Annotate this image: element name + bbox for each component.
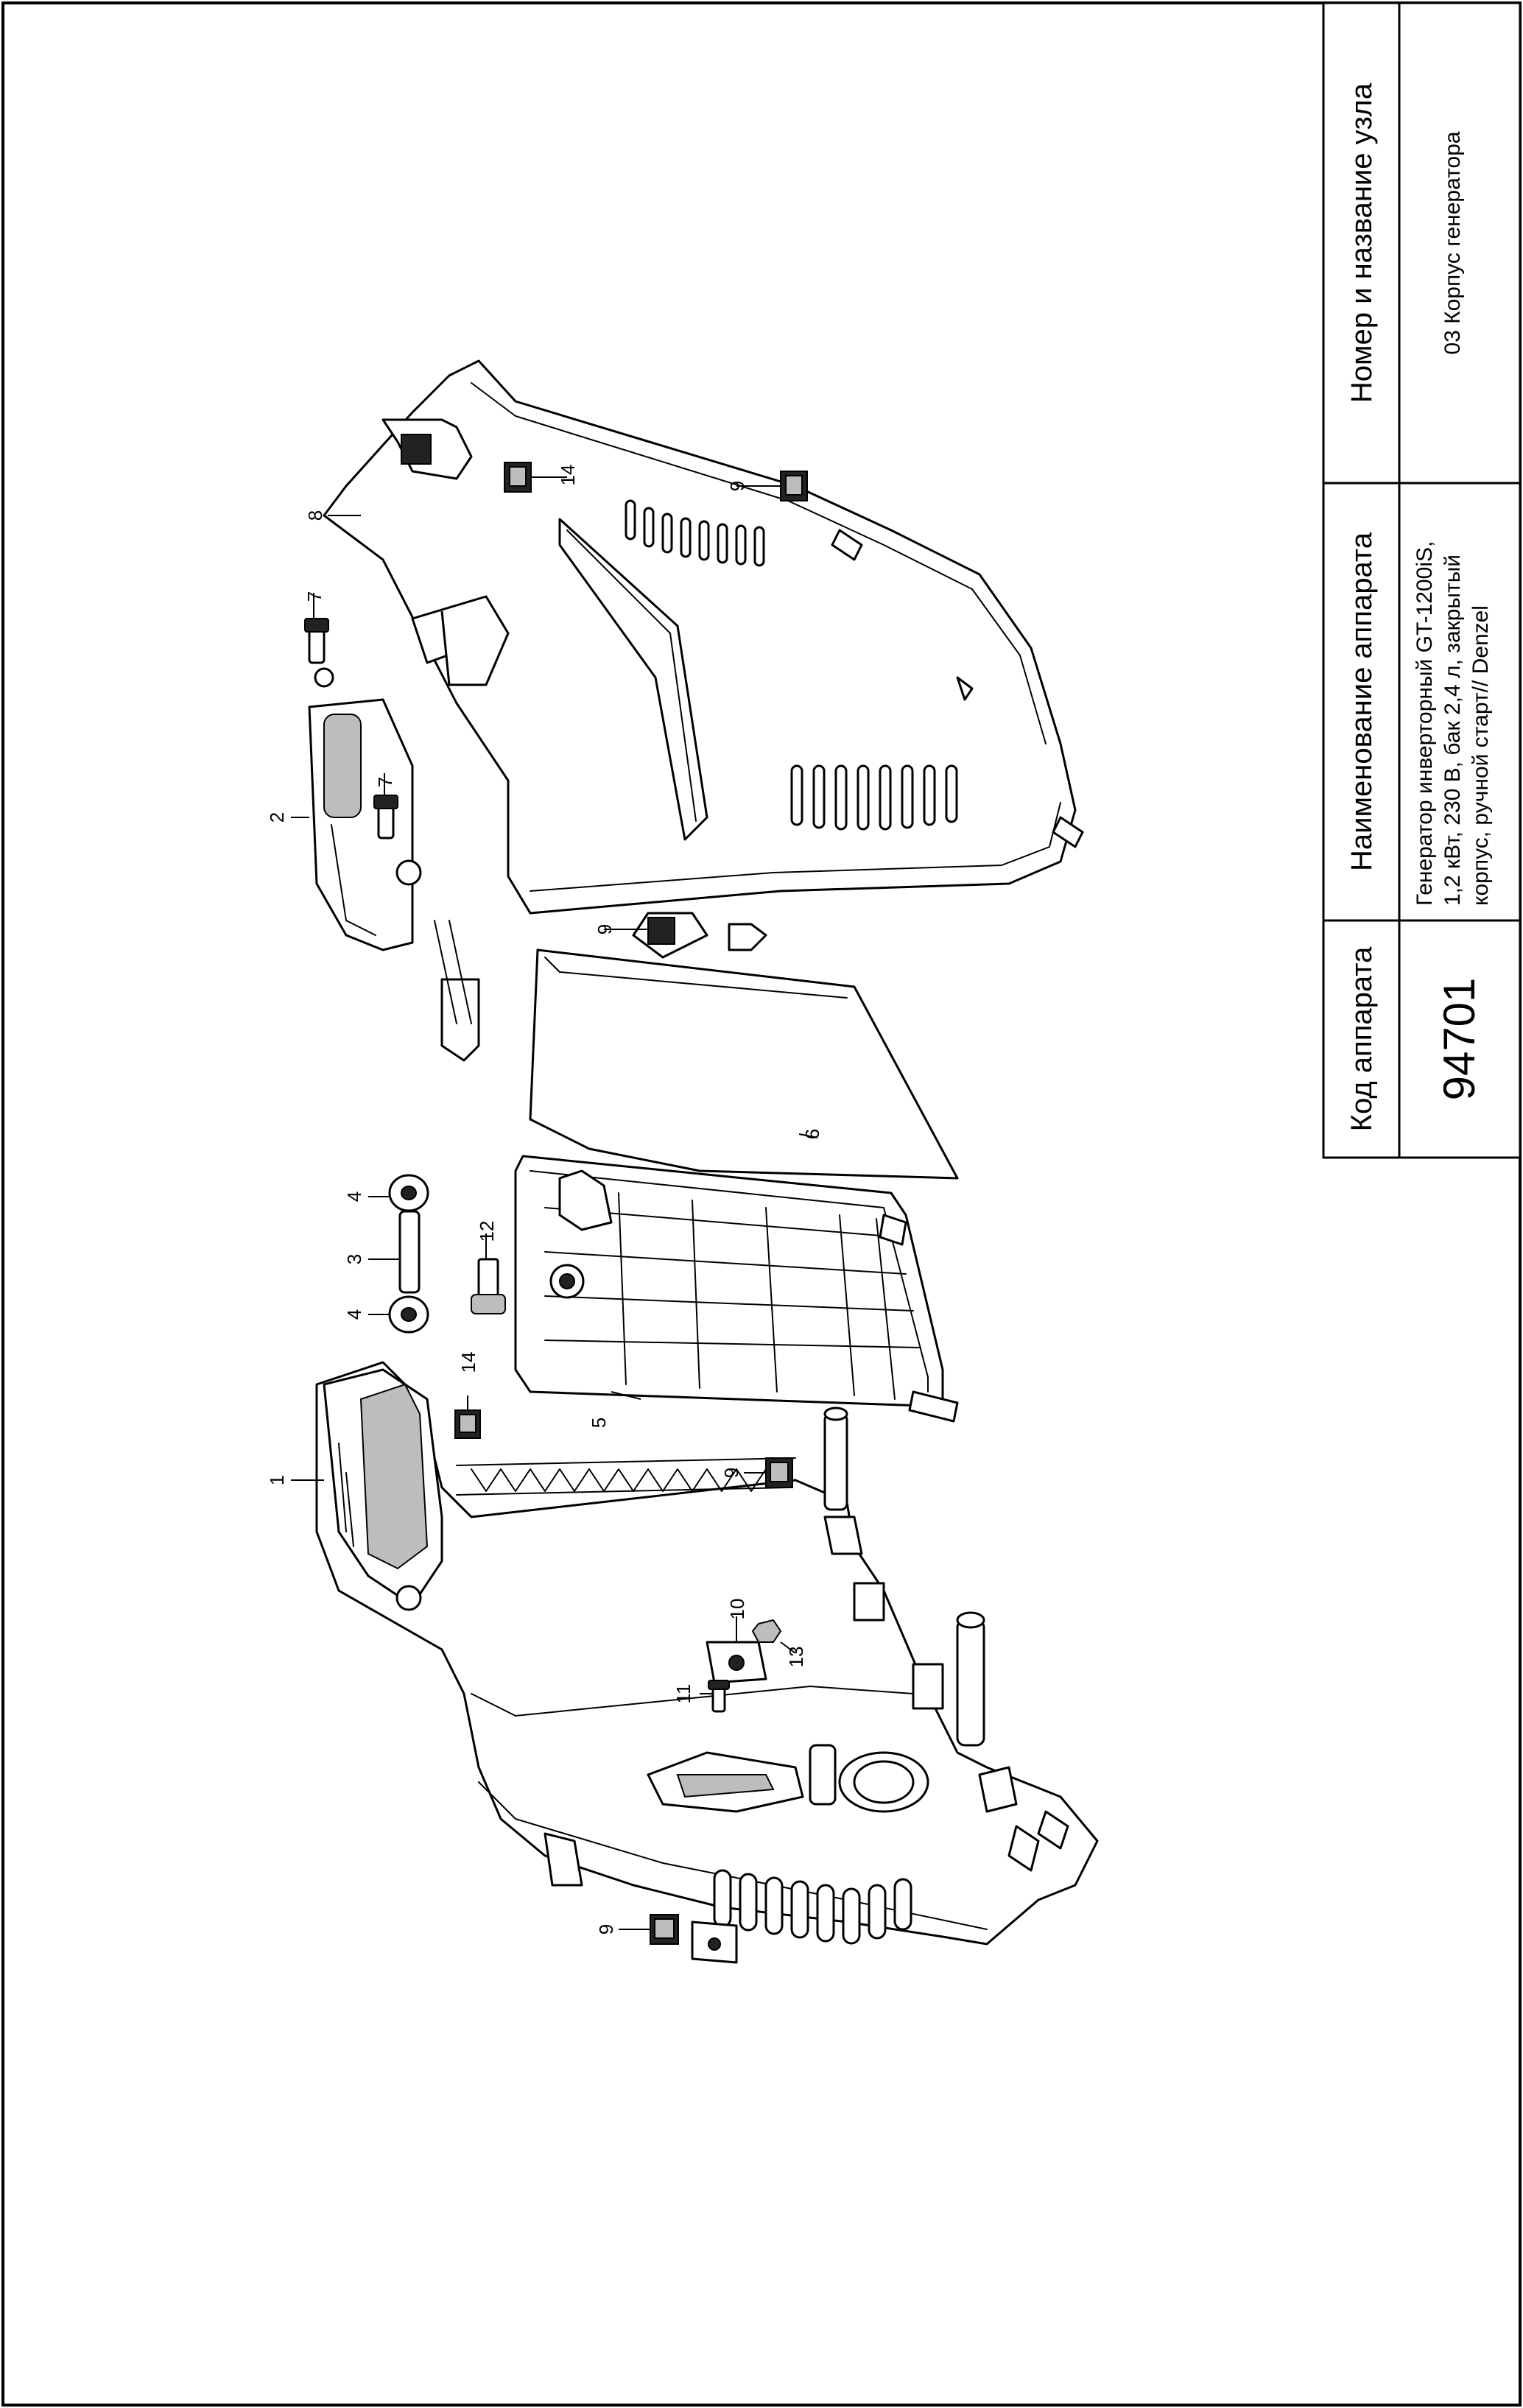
- part-6-filter-pad: [529, 948, 959, 1180]
- code-header: Код аппарата: [1346, 946, 1378, 1131]
- part-4-grommet-upper: [388, 1174, 429, 1212]
- lower-vents: [713, 1869, 912, 1945]
- callout-13: 13: [785, 1647, 807, 1668]
- callout-14-lower: 14: [457, 1352, 479, 1373]
- part-7-screw-lower: [373, 795, 398, 839]
- callout-2: 2: [266, 812, 288, 823]
- part-5-grille: [544, 1192, 921, 1400]
- callout-9-middle: 9: [594, 924, 616, 934]
- part-9-nut-top: [780, 471, 808, 501]
- callout-3: 3: [343, 1254, 365, 1264]
- part-3-spacer: [398, 1210, 421, 1294]
- part-12-bolt: [471, 1258, 506, 1314]
- name-header: Наименование аппарата: [1346, 532, 1378, 871]
- callout-11: 11: [672, 1684, 694, 1704]
- part-9-nut-bottom: [650, 1914, 738, 1964]
- upper-vents-top: [625, 499, 765, 567]
- callout-4-lower: 4: [343, 1309, 365, 1320]
- callouts: 1 2 3 4 4 5 6 7 7 8 9 9 9 9 10 11 12 13 …: [266, 465, 823, 1935]
- part-10-plate: [706, 1641, 767, 1684]
- callout-10: 10: [726, 1599, 748, 1620]
- callout-6: 6: [801, 1129, 823, 1139]
- leader-lines: [291, 476, 818, 1930]
- part-11-screw: [708, 1680, 730, 1713]
- callout-5: 5: [588, 1418, 610, 1428]
- part-2-upper-cover: [308, 359, 1084, 1062]
- part-1-lower-cover: [315, 1361, 1099, 1946]
- node-value: 03 Корпус генератора: [1441, 131, 1465, 354]
- callout-1: 1: [266, 1475, 288, 1485]
- callout-8: 8: [304, 510, 326, 521]
- callout-9-lower: 9: [720, 1468, 742, 1478]
- part-14-nut-top: [504, 462, 532, 493]
- callout-7-lower: 7: [374, 777, 396, 787]
- callout-9-bottom: 9: [595, 1924, 617, 1935]
- callout-14-top: 14: [557, 465, 579, 486]
- callout-12: 12: [476, 1221, 498, 1242]
- callout-7-upper: 7: [303, 591, 326, 602]
- part-9-nut-middle: [632, 912, 767, 959]
- name-value-line-2: 1,2 кВт, 230 В, бак 2,4 л, закрытый: [1441, 555, 1465, 906]
- part-8-clip: [381, 418, 473, 480]
- part-13-nut: [751, 1619, 782, 1643]
- callout-4-upper: 4: [343, 1191, 365, 1202]
- node-header: Номер и название узла: [1346, 82, 1378, 403]
- code-value: 94701: [1435, 978, 1484, 1101]
- part-5-side-panel: [514, 1155, 959, 1423]
- part-4-grommet-lower: [388, 1295, 429, 1334]
- title-block: Код аппарата 94701 Наименование аппарата…: [1322, 1, 1522, 1159]
- part-9-nut-lower-right: [765, 1457, 793, 1488]
- part-1-grille-rim: [456, 1457, 796, 1496]
- part-7-screw-upper: [304, 618, 329, 664]
- callout-9-top: 9: [726, 481, 748, 491]
- part-14-nut-lower: [454, 1409, 481, 1439]
- upper-vents-bottom: [790, 764, 958, 831]
- name-value-line-1: Генератор инверторный GT-1200iS,: [1413, 541, 1437, 906]
- name-value-line-3: корпус, ручной старт// Denzel: [1469, 605, 1493, 906]
